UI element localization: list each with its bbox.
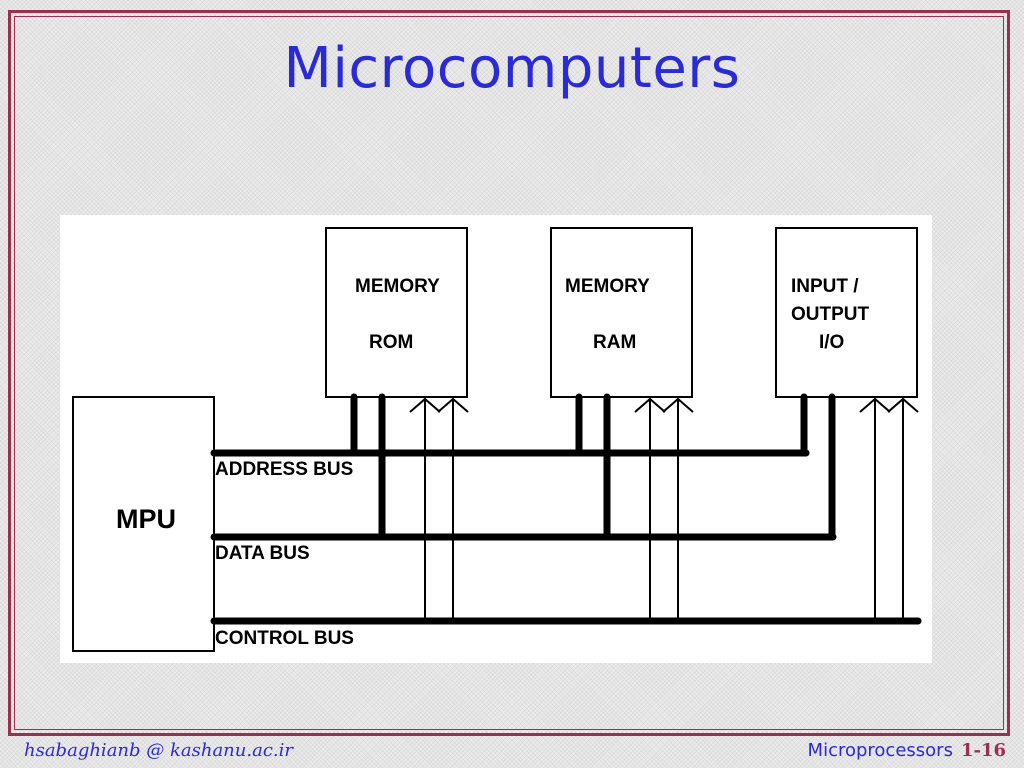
- slide-inner-border: [14, 16, 1004, 730]
- io-control-connector: [859, 397, 919, 621]
- mpu-label: MPU: [116, 504, 176, 534]
- footer-course: Microprocessors 1-16: [808, 740, 1006, 761]
- diagram-panel: MPU MEMORY ROM MEMORY RAM INPUT / OUTPUT…: [60, 215, 932, 663]
- page-number: 1-16: [960, 740, 1006, 761]
- data-bus-label: DATA BUS: [215, 543, 310, 564]
- microcomputer-bus-diagram: MPU MEMORY ROM MEMORY RAM INPUT / OUTPUT…: [72, 227, 922, 652]
- rom-label-line2: ROM: [369, 332, 413, 353]
- io-label-line3: I/O: [819, 332, 844, 353]
- footer-author-email: hsabaghianb @ kashanu.ac.ir: [24, 740, 293, 761]
- io-box: [775, 227, 918, 398]
- address-bus-label: ADDRESS BUS: [215, 459, 353, 480]
- io-label-line2: OUTPUT: [791, 304, 870, 325]
- rom-control-connector: [409, 397, 469, 621]
- ram-control-connector: [634, 397, 694, 621]
- rom-box: [325, 227, 468, 398]
- ram-label-line2: RAM: [593, 332, 636, 353]
- rom-label-line1: MEMORY: [355, 276, 440, 297]
- ram-label-line1: MEMORY: [565, 276, 650, 297]
- footer-course-name: Microprocessors: [807, 740, 953, 761]
- ram-box: [550, 227, 693, 398]
- slide-outer-border: [8, 10, 1010, 736]
- control-bus-label: CONTROL BUS: [215, 628, 354, 649]
- slide-title: Microcomputers: [283, 36, 741, 101]
- io-label-line1: INPUT /: [791, 276, 859, 297]
- mpu-box: [72, 396, 215, 652]
